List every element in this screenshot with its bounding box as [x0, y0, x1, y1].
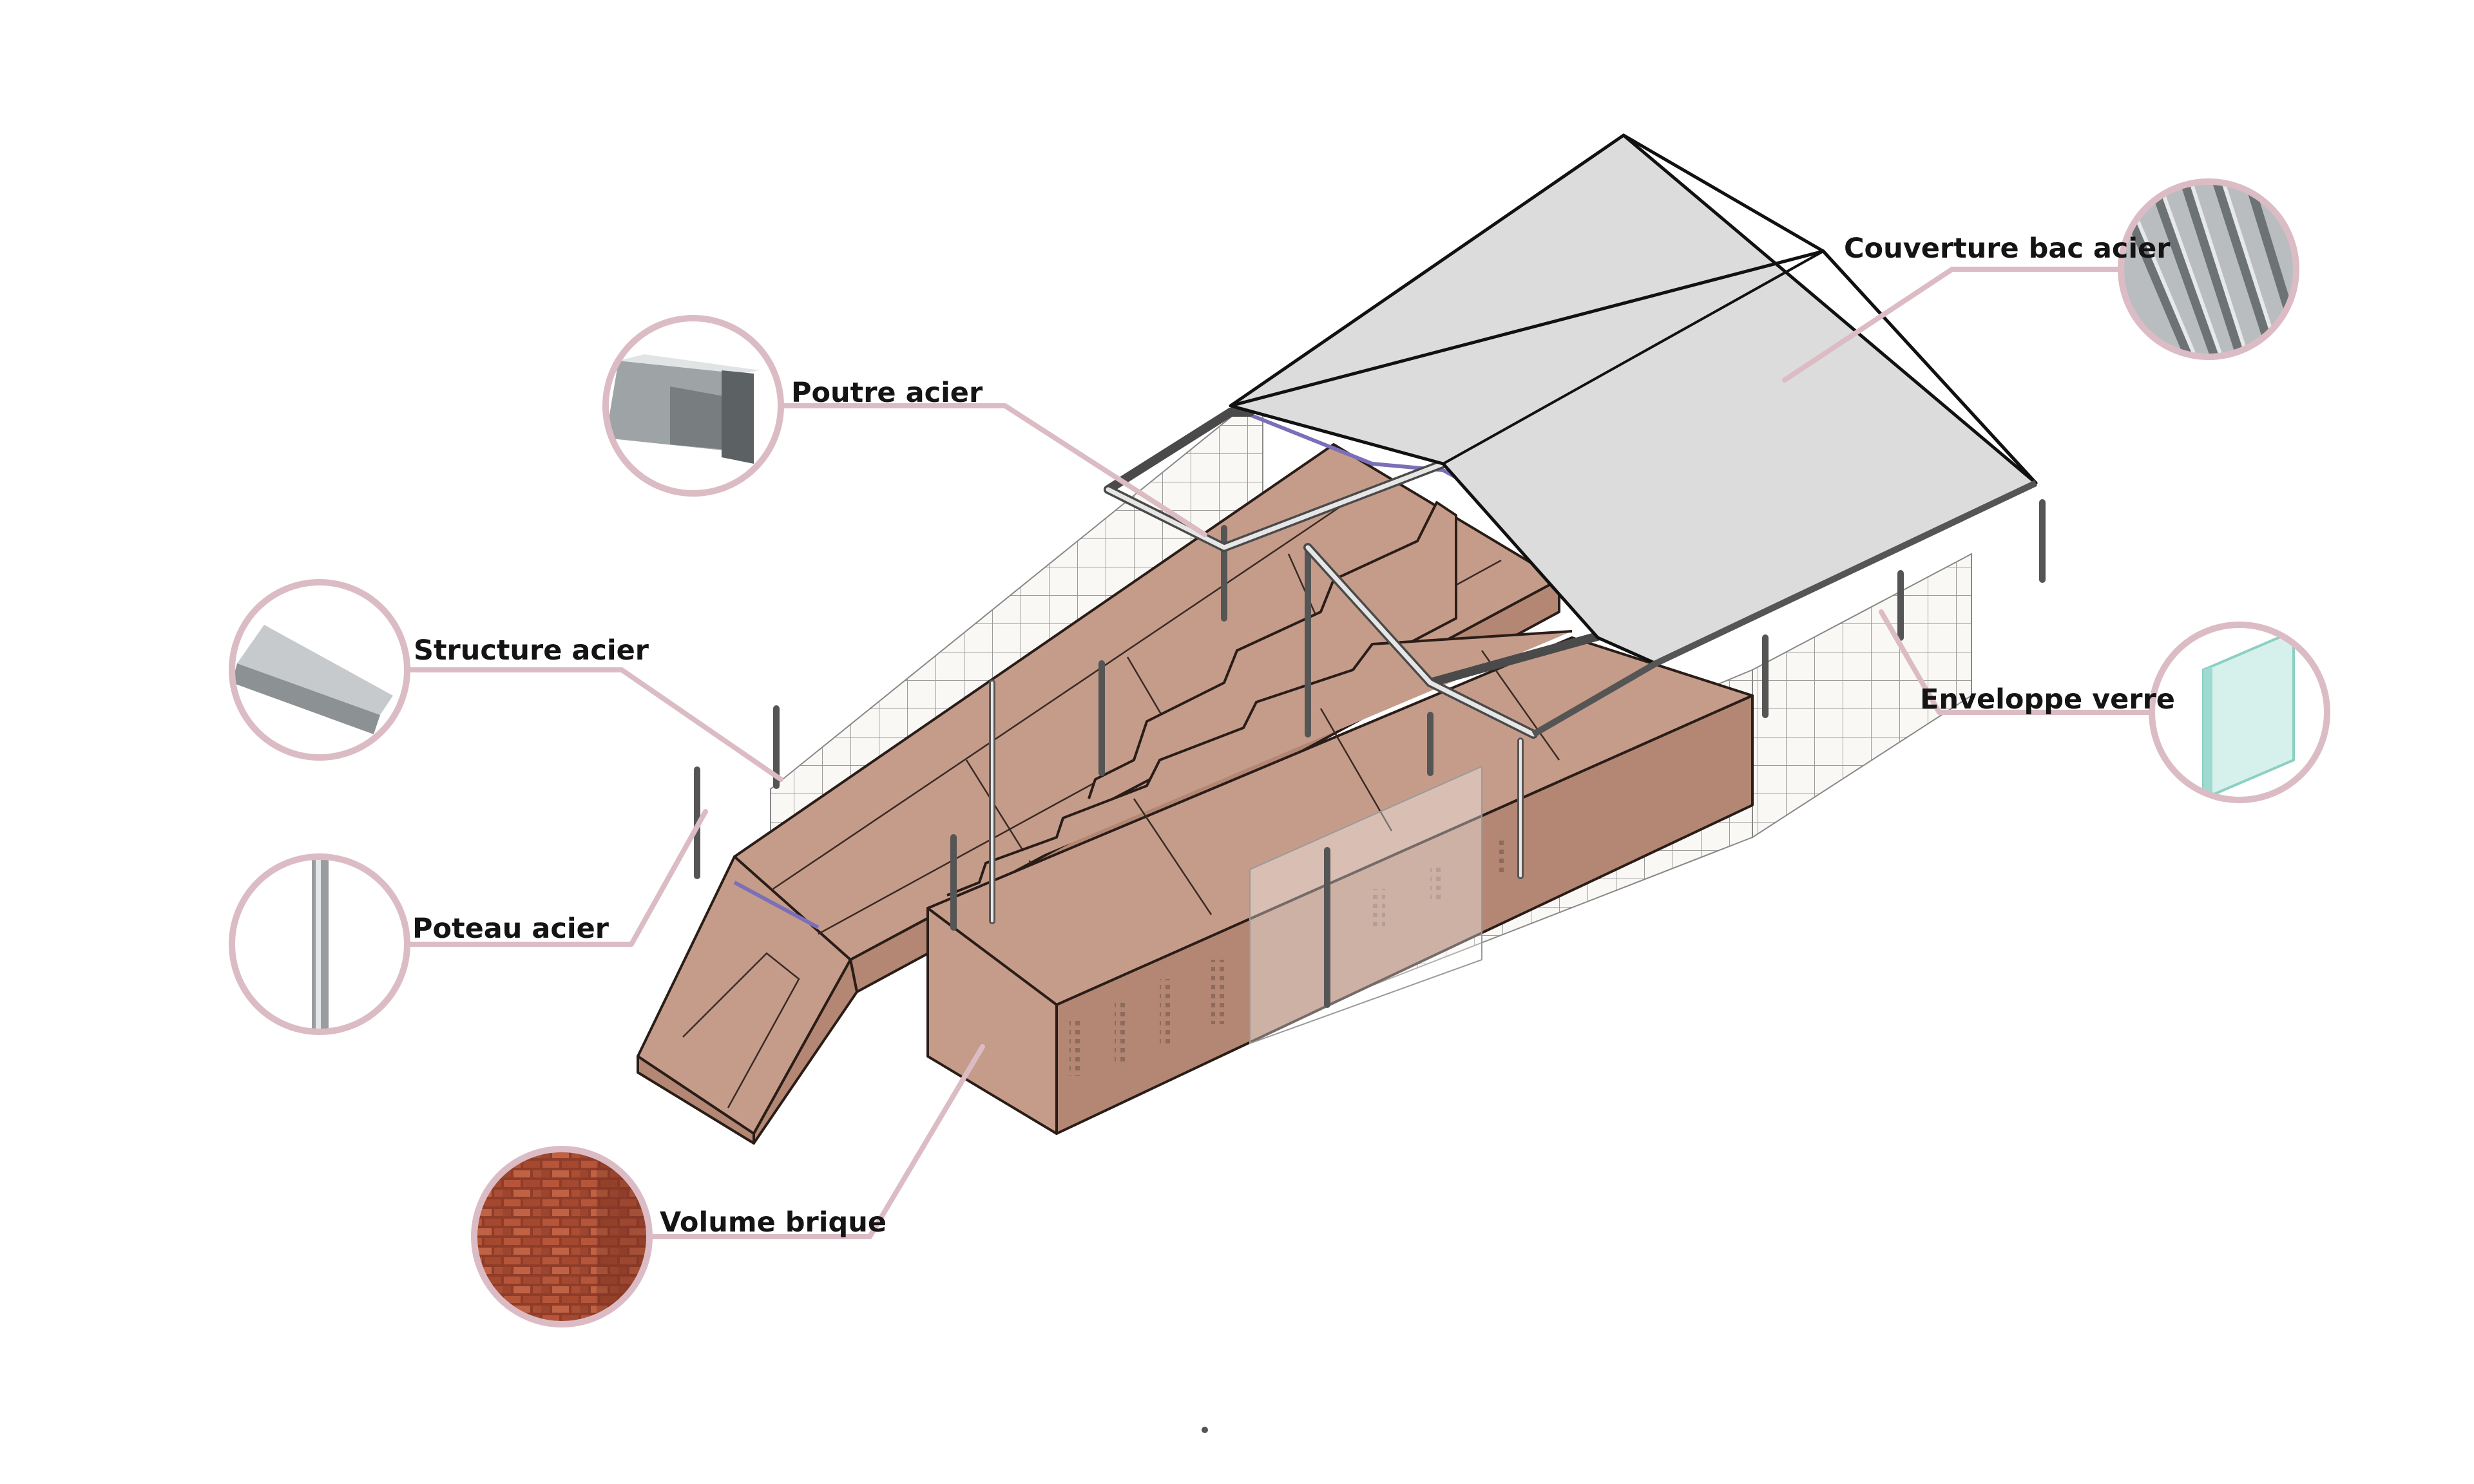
- label-structure: Structure acier: [414, 634, 649, 667]
- label-roof: Couverture bac acier: [1844, 233, 2171, 265]
- callout-glass: Enveloppe verre: [1879, 609, 2330, 803]
- corrugated-steel-sheet-icon: [2121, 182, 2296, 357]
- round-post-icon: [312, 857, 329, 1032]
- callout-structure: Structure acier: [229, 579, 783, 782]
- callout-beam: Poutre acier: [602, 315, 1207, 537]
- glass-pane-icon: [2202, 629, 2295, 800]
- steel-deck-roof: [1229, 133, 2038, 737]
- label-brick: Volume brique: [660, 1206, 887, 1239]
- label-glass: Enveloppe verre: [1920, 683, 2175, 716]
- building: [637, 133, 2046, 1433]
- label-post: Poteau acier: [412, 913, 609, 945]
- callout-brick: Volume brique: [471, 1044, 985, 1327]
- callout-post: Poteau acier: [229, 809, 708, 1035]
- flat-bar-icon: [232, 625, 393, 734]
- steel-beams: [1104, 408, 1667, 739]
- steel-columns: [694, 499, 2046, 1433]
- i-beam-icon: [606, 354, 760, 464]
- label-beam: Poutre acier: [791, 377, 983, 409]
- callout-roof: Couverture bac acier: [1782, 178, 2299, 383]
